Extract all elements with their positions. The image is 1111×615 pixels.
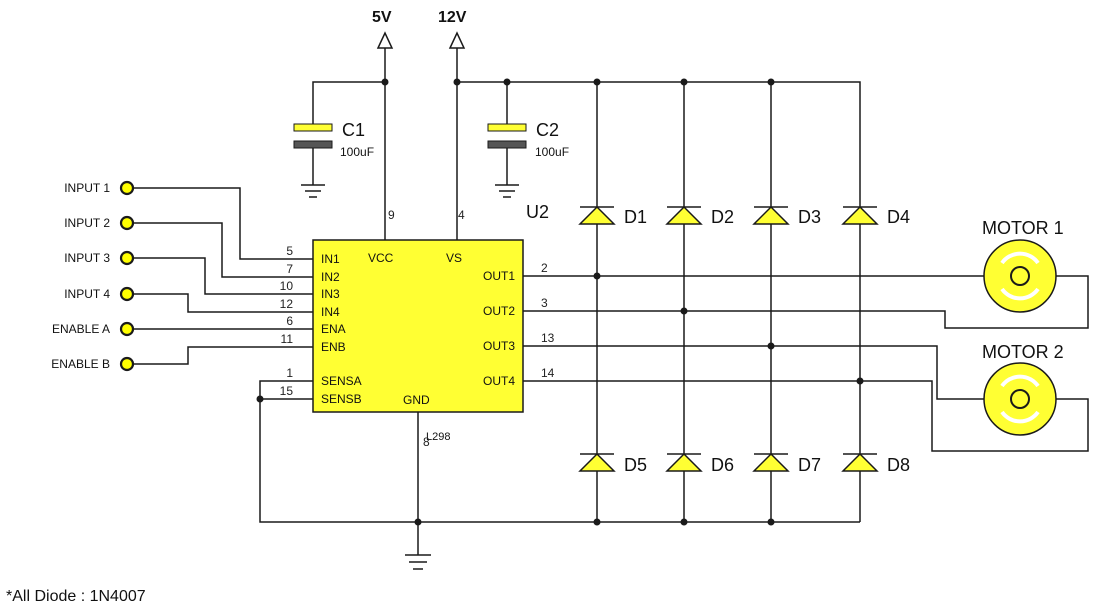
svg-text:100uF: 100uF — [340, 145, 374, 159]
input-4-label: INPUT 4 — [64, 287, 110, 301]
svg-text:SENSA: SENSA — [321, 374, 362, 388]
enable-b-label: ENABLE B — [51, 357, 110, 371]
motor-2-icon: MOTOR 2 — [982, 342, 1064, 436]
motor-1-icon: MOTOR 1 — [982, 218, 1064, 313]
diode-d7: D7 — [752, 452, 821, 475]
chip-part: L298 — [426, 431, 450, 443]
svg-text:C1: C1 — [342, 120, 365, 140]
svg-text:3: 3 — [541, 296, 548, 310]
svg-text:VS: VS — [446, 251, 462, 265]
svg-text:D4: D4 — [887, 207, 910, 227]
svg-text:IN3: IN3 — [321, 287, 340, 301]
junctions — [256, 78, 864, 526]
svg-text:ENA: ENA — [321, 322, 346, 336]
svg-text:14: 14 — [541, 366, 555, 380]
supply-12v: 12V — [438, 9, 467, 49]
svg-text:D1: D1 — [624, 207, 647, 227]
diode-d8: D8 — [841, 452, 910, 475]
svg-text:GND: GND — [403, 393, 430, 407]
svg-text:9: 9 — [388, 208, 395, 222]
input-2-label: INPUT 2 — [64, 216, 110, 230]
svg-text:ENB: ENB — [321, 340, 346, 354]
ground-main-icon — [405, 554, 431, 570]
svg-text:C2: C2 — [536, 120, 559, 140]
input-3-label: INPUT 3 — [64, 251, 110, 265]
wires — [133, 48, 1089, 555]
svg-text:100uF: 100uF — [535, 145, 569, 159]
diode-d6: D6 — [665, 452, 734, 475]
diode-d1: D1 — [578, 205, 647, 227]
svg-text:VCC: VCC — [368, 251, 394, 265]
svg-text:13: 13 — [541, 331, 555, 345]
supply-5v: 5V — [372, 9, 394, 49]
svg-text:11: 11 — [281, 332, 294, 346]
svg-text:D6: D6 — [711, 455, 734, 475]
svg-text:OUT1: OUT1 — [483, 269, 515, 283]
pin-numbers: 5 7 10 12 6 11 1 15 9 4 8 2 3 13 14 — [280, 208, 555, 449]
svg-text:OUT4: OUT4 — [483, 374, 515, 388]
diode-footnote: *All Diode : 1N4007 — [6, 588, 146, 605]
motor-2-label: MOTOR 2 — [982, 342, 1064, 362]
input-pads: INPUT 1 INPUT 2 INPUT 3 INPUT 4 ENABLE A… — [51, 180, 135, 372]
svg-text:D7: D7 — [798, 455, 821, 475]
l298-chip: U2 L298 IN1 IN2 IN3 IN4 ENA ENB SENSA SE… — [312, 202, 549, 443]
svg-text:7: 7 — [286, 262, 293, 276]
svg-text:2: 2 — [541, 261, 548, 275]
enable-a-label: ENABLE A — [52, 322, 110, 336]
chip-ref: U2 — [526, 202, 549, 222]
svg-text:IN2: IN2 — [321, 270, 340, 284]
diode-d5: D5 — [578, 452, 647, 475]
svg-text:D5: D5 — [624, 455, 647, 475]
svg-text:10: 10 — [280, 279, 294, 293]
motor-1-label: MOTOR 1 — [982, 218, 1064, 238]
ground-c2-icon — [495, 184, 519, 198]
svg-text:12: 12 — [280, 297, 294, 311]
svg-text:1: 1 — [286, 366, 293, 380]
svg-text:D2: D2 — [711, 207, 734, 227]
capacitor-c2: C2 100uF — [487, 120, 569, 159]
diode-d4: D4 — [841, 205, 910, 227]
svg-text:OUT2: OUT2 — [483, 304, 515, 318]
svg-text:4: 4 — [458, 208, 465, 222]
svg-text:6: 6 — [286, 314, 293, 328]
diode-d2: D2 — [665, 205, 734, 227]
svg-text:5V: 5V — [372, 9, 392, 26]
svg-text:12V: 12V — [438, 9, 467, 26]
svg-text:5: 5 — [286, 244, 293, 258]
svg-text:8: 8 — [423, 435, 430, 449]
svg-text:IN4: IN4 — [321, 305, 340, 319]
svg-text:SENSB: SENSB — [321, 392, 362, 406]
ground-c1-icon — [301, 184, 325, 198]
diode-d3: D3 — [752, 205, 821, 227]
svg-text:D3: D3 — [798, 207, 821, 227]
capacitor-c1: C1 100uF — [293, 120, 374, 159]
svg-text:15: 15 — [280, 384, 294, 398]
input-1-label: INPUT 1 — [64, 181, 110, 195]
svg-text:IN1: IN1 — [321, 252, 340, 266]
svg-text:OUT3: OUT3 — [483, 339, 515, 353]
svg-text:D8: D8 — [887, 455, 910, 475]
